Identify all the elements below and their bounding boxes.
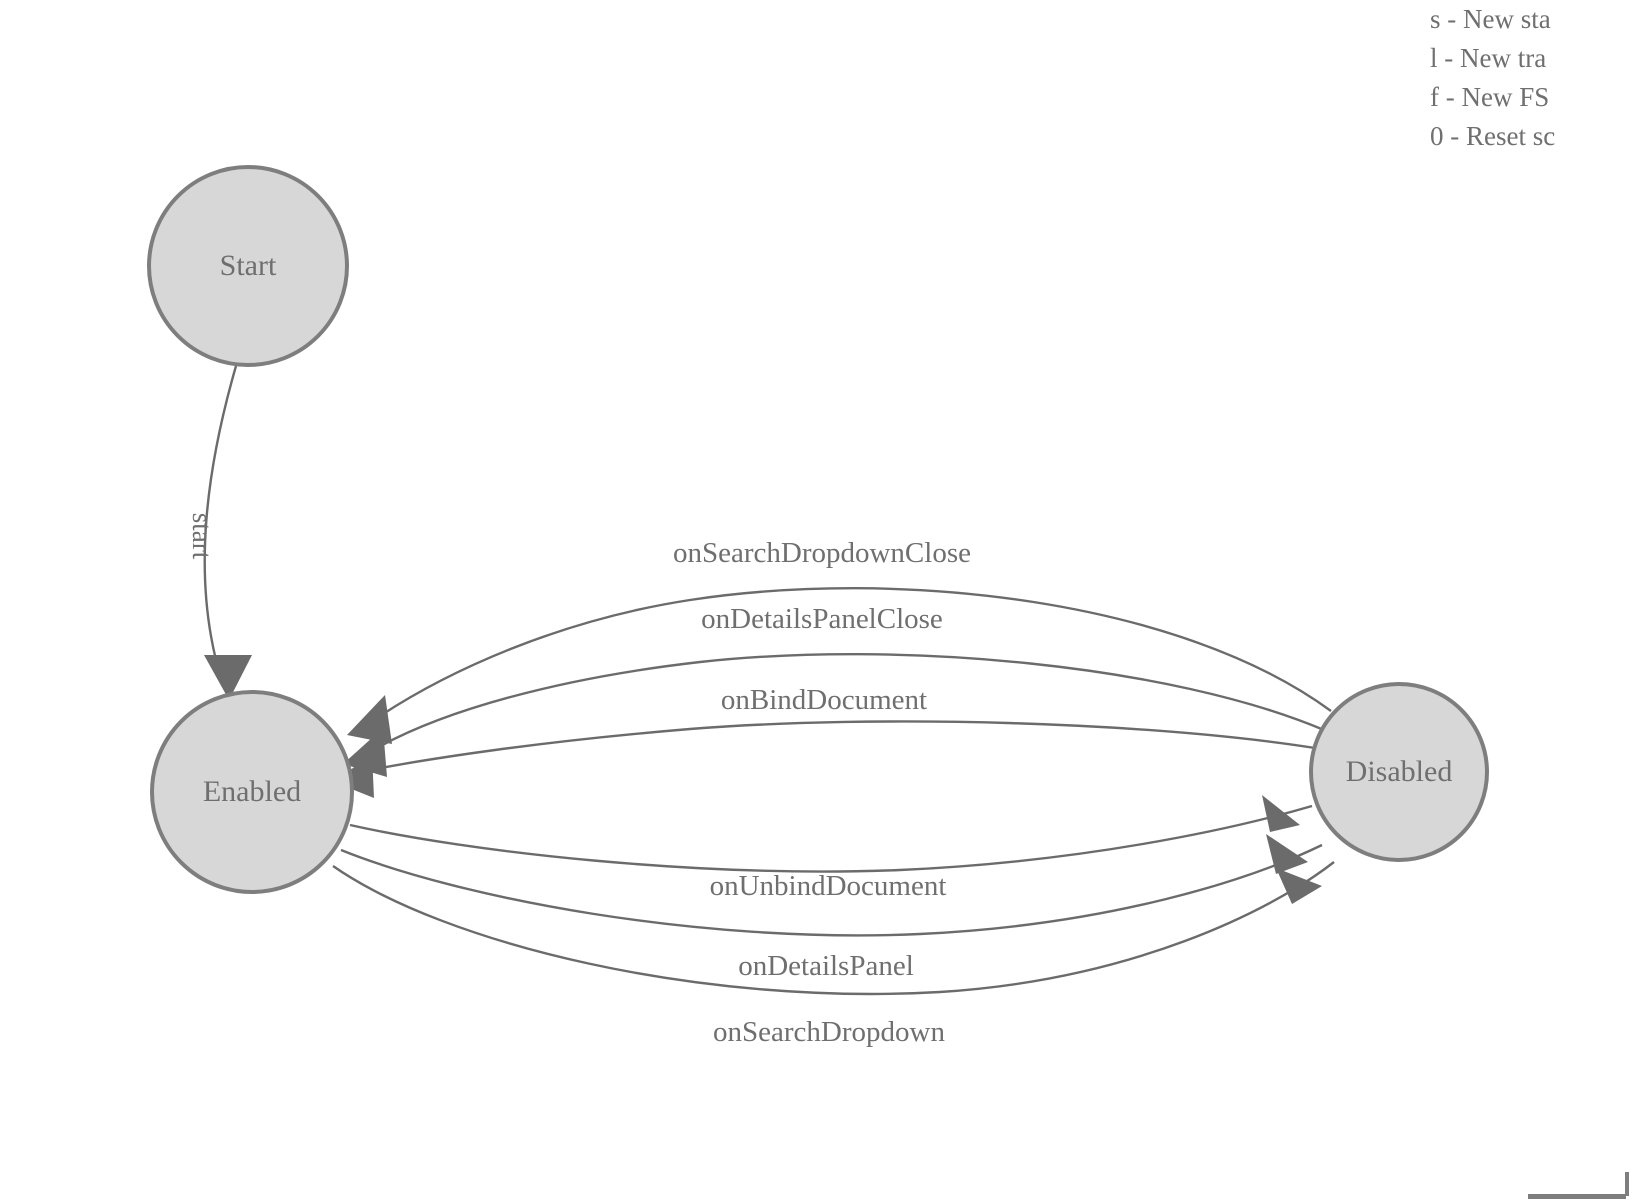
- horizontal-scrollbar-thumb[interactable]: [1528, 1194, 1626, 1199]
- arrowhead-icon: [347, 695, 392, 744]
- arrowhead-icon: [343, 728, 387, 777]
- keyboard-shortcuts-overlay: s - New sta l - New tra f - New FS 0 - R…: [1430, 0, 1632, 156]
- state-node-enabled[interactable]: Enabled: [150, 690, 354, 894]
- transition-path: [376, 652, 1325, 750]
- transition-path: [203, 365, 238, 661]
- state-node-start[interactable]: Start: [147, 165, 349, 367]
- transition-on-details-panel[interactable]: onDetailsPanel: [340, 834, 1323, 982]
- transition-label: start: [187, 513, 217, 560]
- shortcut-new-transition: l - New tra: [1430, 43, 1547, 73]
- transition-path: [359, 720, 1316, 774]
- transition-start[interactable]: start: [187, 365, 252, 700]
- arrowhead-icon: [1266, 834, 1308, 874]
- shortcut-new-fsm: f - New FS: [1430, 82, 1550, 112]
- state-circle[interactable]: [150, 690, 354, 894]
- state-circle[interactable]: [1309, 682, 1489, 862]
- transition-label: onSearchDropdown: [713, 1016, 945, 1048]
- transition-path: [340, 843, 1323, 937]
- transition-label: onDetailsPanelClose: [701, 603, 943, 635]
- state-label: Disabled: [1346, 755, 1453, 788]
- transition-on-bind-document[interactable]: onBindDocument: [334, 684, 1316, 798]
- arrowhead-icon: [204, 655, 252, 700]
- transition-label: onDetailsPanel: [738, 950, 914, 982]
- transition-on-unbind-document[interactable]: onUnbindDocument: [349, 795, 1313, 902]
- transition-label: onBindDocument: [721, 684, 927, 716]
- vertical-scrollbar-thumb[interactable]: [1625, 1172, 1629, 1196]
- transition-on-search-dropdown[interactable]: onSearchDropdown: [332, 861, 1335, 1048]
- state-label: Start: [220, 249, 277, 282]
- transition-label: onUnbindDocument: [710, 870, 947, 902]
- state-circle[interactable]: [147, 165, 349, 367]
- transition-path: [379, 587, 1332, 718]
- arrowhead-icon: [1276, 868, 1322, 904]
- transition-label: onSearchDropdownClose: [673, 537, 971, 569]
- shortcut-reset-scale: 0 - Reset sc: [1430, 121, 1556, 151]
- arrowhead-icon: [1262, 795, 1300, 832]
- state-label: Enabled: [203, 775, 301, 808]
- transition-path: [349, 804, 1313, 873]
- state-node-disabled[interactable]: Disabled: [1309, 682, 1489, 862]
- shortcut-new-state: s - New sta: [1430, 4, 1551, 34]
- arrowhead-icon: [334, 754, 374, 798]
- transition-on-details-panel-close[interactable]: onDetailsPanelClose: [343, 603, 1325, 777]
- transition-path: [332, 861, 1335, 996]
